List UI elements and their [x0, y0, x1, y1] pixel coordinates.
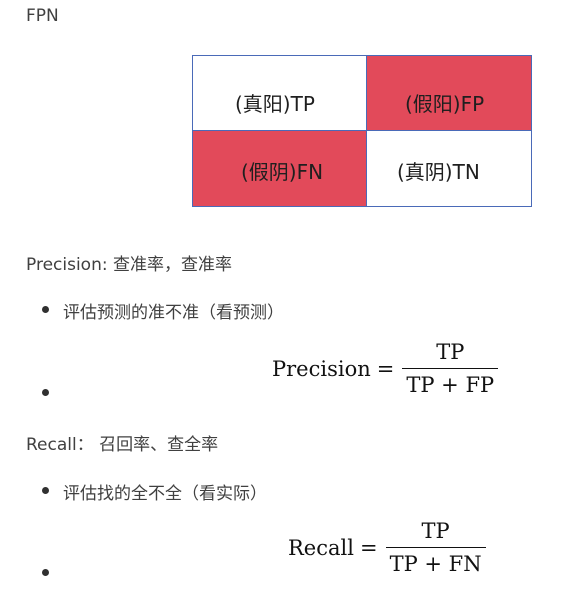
formula-numerator: TP	[436, 340, 465, 364]
formula-fraction: TP TP + FN	[385, 519, 486, 576]
formula-fraction: TP TP + FP	[402, 340, 499, 397]
confusion-matrix: (真阳)TP (假阳)FP (假阴)FN (真阴)TN	[192, 55, 532, 207]
bullet-dot	[42, 306, 49, 313]
recall-bullet-text: 评估找的全不全（看实际）	[63, 484, 267, 504]
page-title: FPN	[26, 6, 59, 26]
precision-heading: Precision: 查准率，查准率	[26, 255, 232, 275]
matrix-cell-fn: (假阴)FN	[193, 131, 367, 206]
formula-lhs: Recall	[288, 535, 354, 560]
fraction-bar	[385, 547, 486, 548]
precision-formula: Precision = TP TP + FP	[272, 340, 499, 397]
formula-denominator: TP + FP	[406, 373, 495, 397]
formula-equals: =	[359, 535, 378, 560]
formula-lhs: Precision	[272, 356, 371, 381]
formula-equals: =	[376, 356, 395, 381]
formula-denominator: TP + FN	[389, 552, 482, 576]
matrix-cell-tn: (真阴)TN	[367, 131, 531, 206]
matrix-cell-tp: (真阳)TP	[193, 56, 367, 131]
bullet-dot	[42, 487, 49, 494]
formula-numerator: TP	[421, 519, 450, 543]
recall-heading: Recall： 召回率、查全率	[26, 435, 219, 455]
precision-bullet-text: 评估预测的准不准（看预测）	[63, 303, 284, 323]
bullet-dot	[42, 569, 49, 576]
matrix-cell-fp: (假阳)FP	[367, 56, 531, 131]
recall-formula: Recall = TP TP + FN	[288, 519, 486, 576]
bullet-dot	[42, 389, 49, 396]
fraction-bar	[402, 368, 499, 369]
